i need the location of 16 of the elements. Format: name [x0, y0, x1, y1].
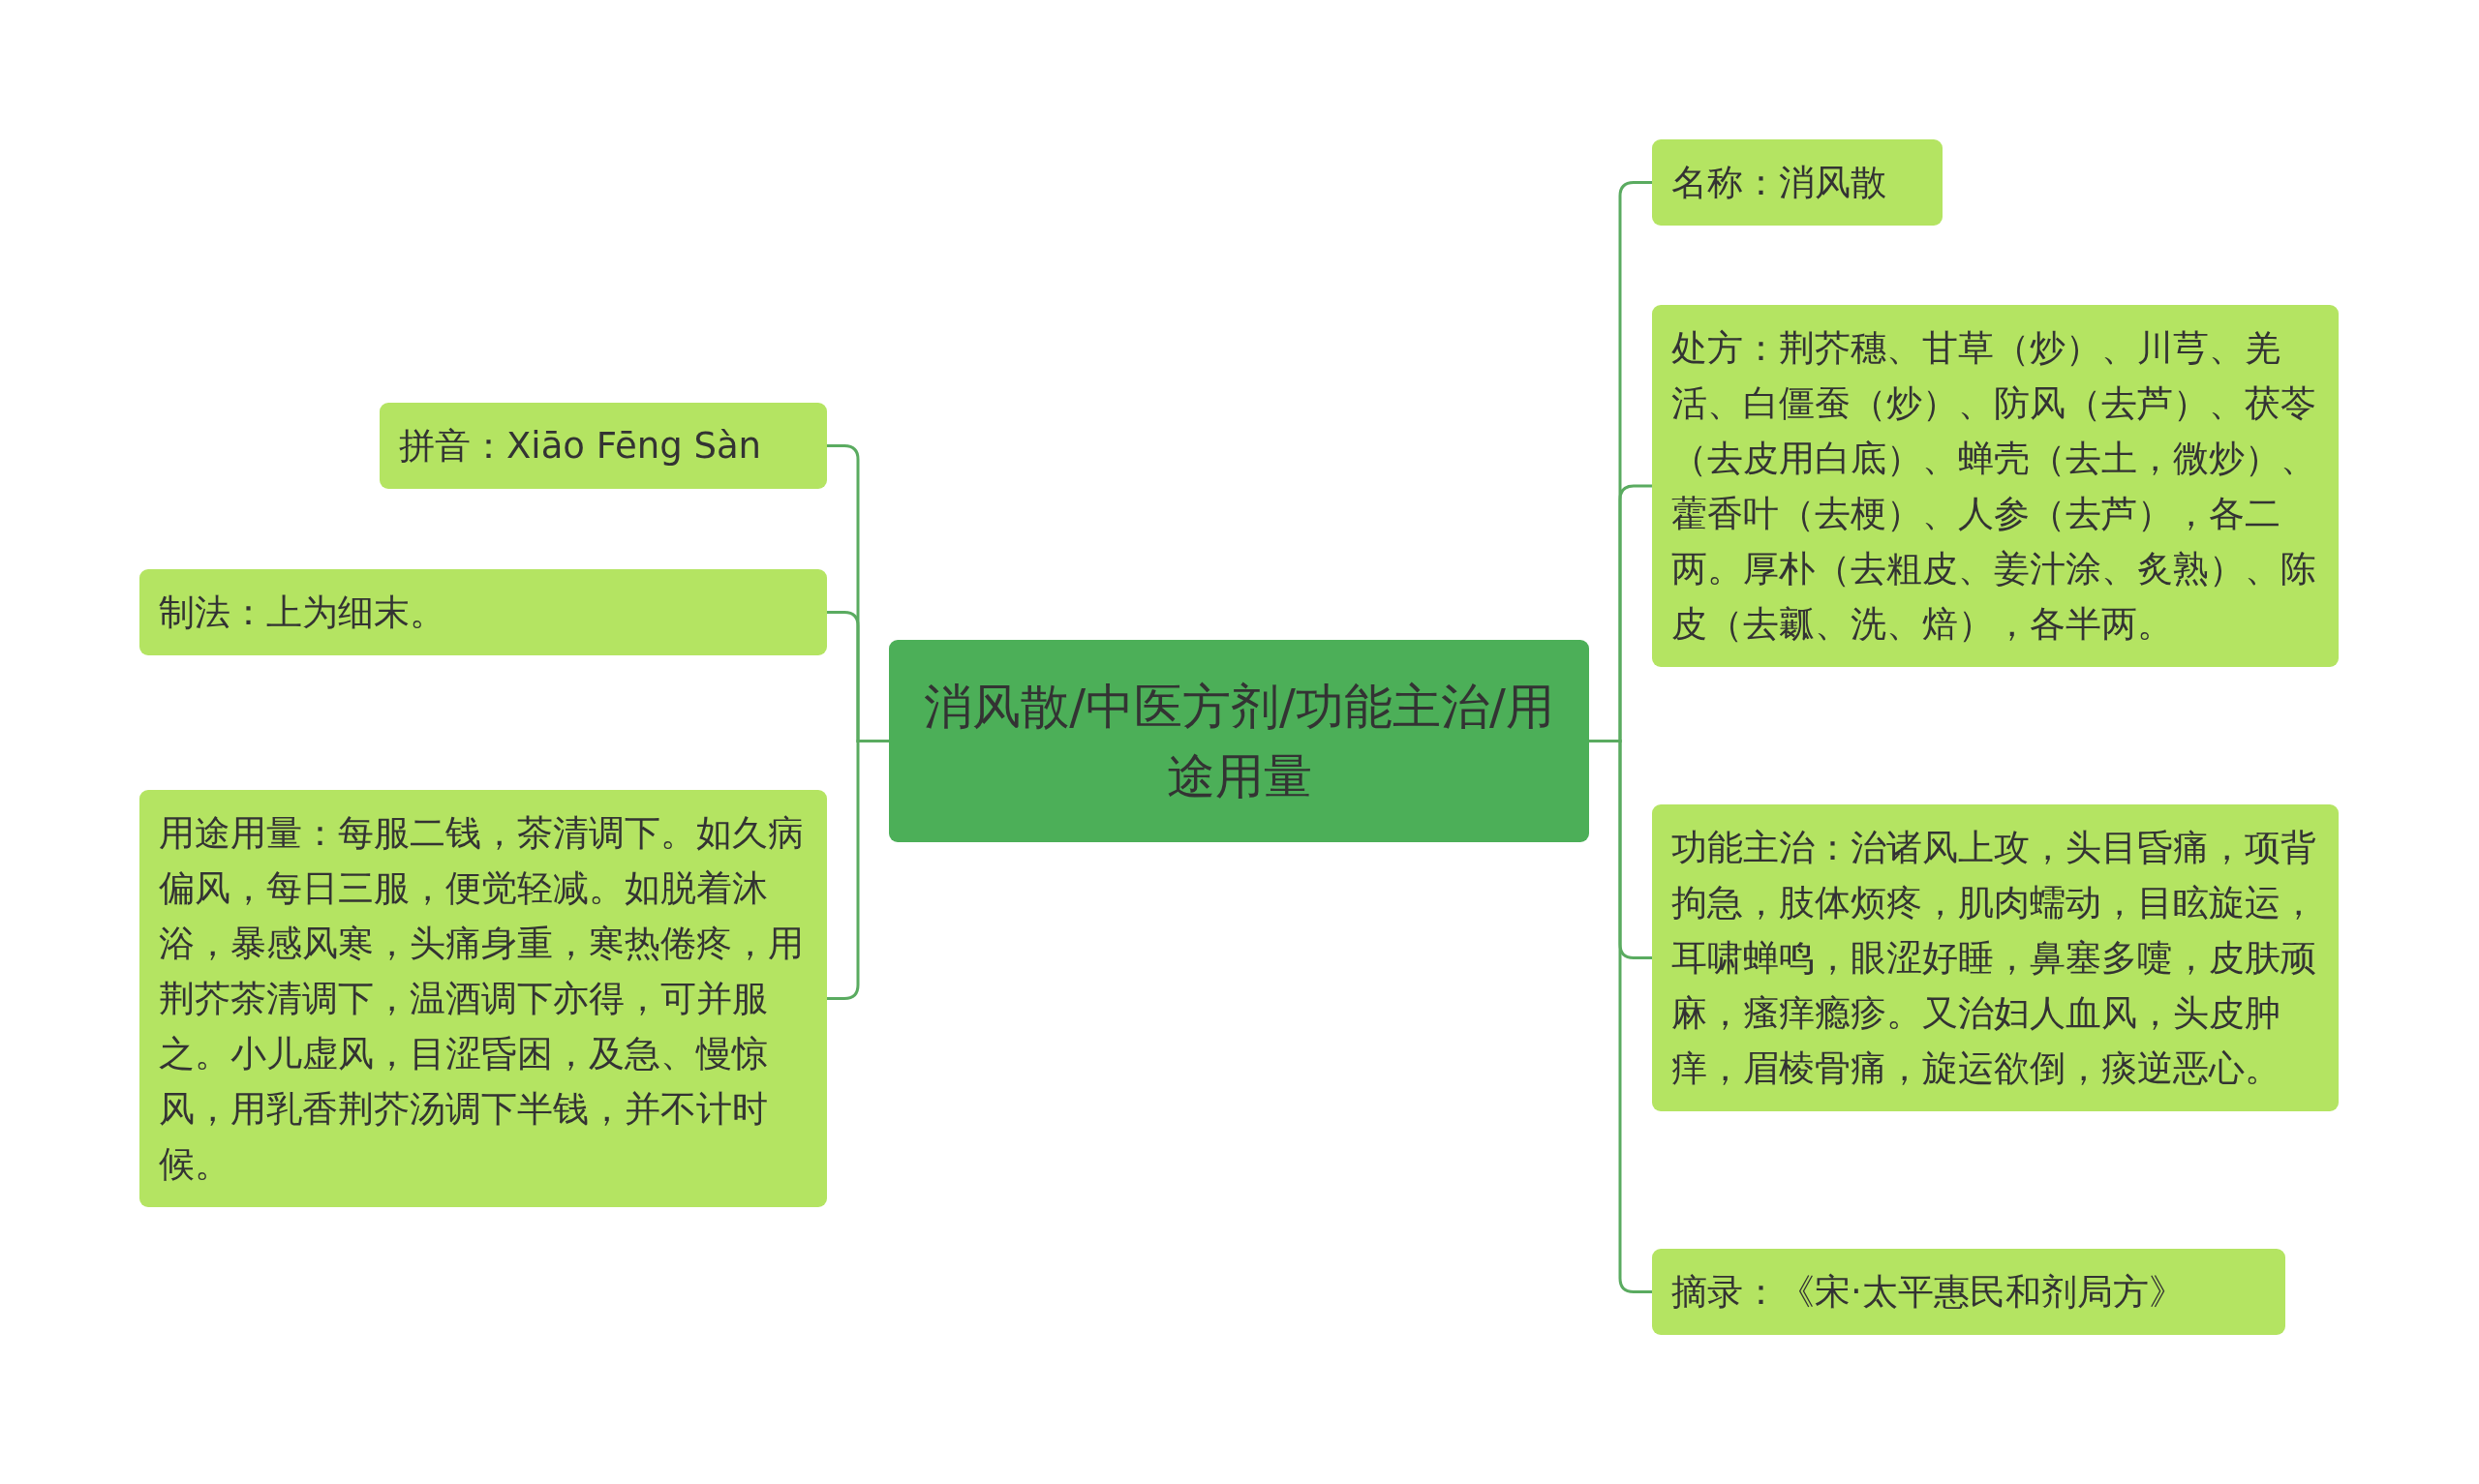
topic-box [1652, 1249, 2285, 1335]
topic-box [139, 569, 827, 655]
topic-text: 拼音：Xiāo Fēng Sàn [399, 424, 763, 469]
topic-text: 制法：上为细末。 [159, 591, 446, 635]
topic-box [1652, 139, 1943, 226]
topic-text: 消风散/中医方剂/功能主治/用途用量 [923, 677, 1555, 806]
topic-text: 用途用量：每服二钱，茶清调下。如久病偏风，每日三服，便觉轻减。如脱着沐浴，暴感风寒，头痛身重，寒热倦疼，用荆芥茶清调下，温酒调下亦得，可并服之。小儿虚风，目涩昏困，及急、慢惊风，用乳香荆芥汤调下半钱，并不计时候。 [159, 811, 805, 1187]
topic-box [1652, 804, 2339, 1111]
topic-box [1652, 305, 2339, 667]
topic-text: 名称：消风散 [1671, 161, 1887, 205]
topic-text: 处方：荆芥穗、甘草（炒）、川芎、羌活、白僵蚕（炒）、防风（去芦）、茯苓（去皮用白底）、蝉壳（去土，微炒）、藿香叶（去梗）、人参（去芦），各二两。厚朴（去粗皮、姜汁涂、炙熟）、陈皮（去瓤、洗、焙），各半两。 [1671, 326, 2317, 647]
topic-text: 功能主治：治诸风上攻，头目昏痛，项背拘急，肢体烦疼，肌肉蠕动，目眩旋运，耳啸蝉鸣，眼涩好睡，鼻塞多嚏，皮肤顽麻，瘙痒瘾疹。又治妇人血风，头皮肿痒，眉棱骨痛，旋运欲倒，痰逆恶心。 [1671, 826, 2317, 1091]
central-topic-box [889, 640, 1589, 842]
topic-text: 摘录：《宋·太平惠民和剂局方》 [1671, 1270, 2186, 1315]
topic-box [380, 403, 827, 489]
topic-box [139, 790, 827, 1207]
